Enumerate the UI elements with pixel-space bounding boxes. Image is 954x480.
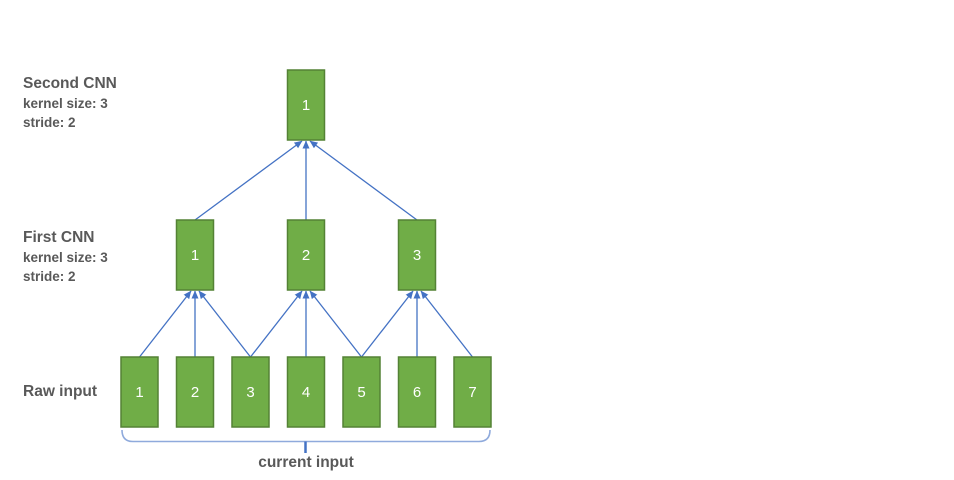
arrow-raw5-to-first3 xyxy=(360,290,414,358)
node-raw-input-1-label: 1 xyxy=(135,384,143,401)
arrow-raw5-to-first2 xyxy=(309,290,363,358)
arrow-first3-to-second1 xyxy=(309,140,418,221)
arrow-raw3-to-first2 xyxy=(249,290,303,358)
arrow-raw3-to-first1 xyxy=(198,290,252,358)
node-raw-input-3 xyxy=(231,356,270,428)
node-first-cnn-1-label: 1 xyxy=(191,247,199,264)
node-first-cnn-3 xyxy=(397,219,437,291)
arrow-raw7-to-first3 xyxy=(420,290,474,358)
node-second-cnn-1-label: 1 xyxy=(302,97,310,114)
node-raw-input-1 xyxy=(120,356,159,428)
second-cnn-layer-title: Second CNN xyxy=(23,75,117,92)
node-raw-input-3-label: 3 xyxy=(246,384,254,401)
second-cnn-stride: stride: 2 xyxy=(23,115,76,130)
node-first-cnn-2 xyxy=(286,219,326,291)
node-raw-input-4 xyxy=(286,356,326,428)
node-first-cnn-2-label: 2 xyxy=(302,247,310,264)
node-raw-input-4-label: 4 xyxy=(302,384,310,401)
arrow-raw1-to-first1 xyxy=(138,290,192,358)
node-first-cnn-1 xyxy=(175,219,215,291)
current-input-caption: current input xyxy=(258,454,354,471)
node-raw-input-6 xyxy=(397,356,437,428)
raw-input-layer-title: Raw input xyxy=(23,383,97,400)
first-cnn-layer-title: First CNN xyxy=(23,229,94,246)
node-raw-input-7 xyxy=(453,356,492,428)
first-cnn-stride: stride: 2 xyxy=(23,269,76,284)
current-input-brace xyxy=(121,429,491,443)
node-raw-input-2 xyxy=(175,356,215,428)
node-raw-input-6-label: 6 xyxy=(413,384,421,401)
node-raw-input-5-label: 5 xyxy=(357,384,365,401)
node-raw-input-2-label: 2 xyxy=(191,384,199,401)
node-second-cnn-1 xyxy=(286,69,326,141)
node-raw-input-5 xyxy=(342,356,381,428)
first-cnn-kernel-size: kernel size: 3 xyxy=(23,250,108,265)
node-first-cnn-3-label: 3 xyxy=(413,247,421,264)
arrow-first1-to-second1 xyxy=(194,140,303,221)
node-raw-input-7-label: 7 xyxy=(468,384,476,401)
second-cnn-kernel-size: kernel size: 3 xyxy=(23,96,108,111)
